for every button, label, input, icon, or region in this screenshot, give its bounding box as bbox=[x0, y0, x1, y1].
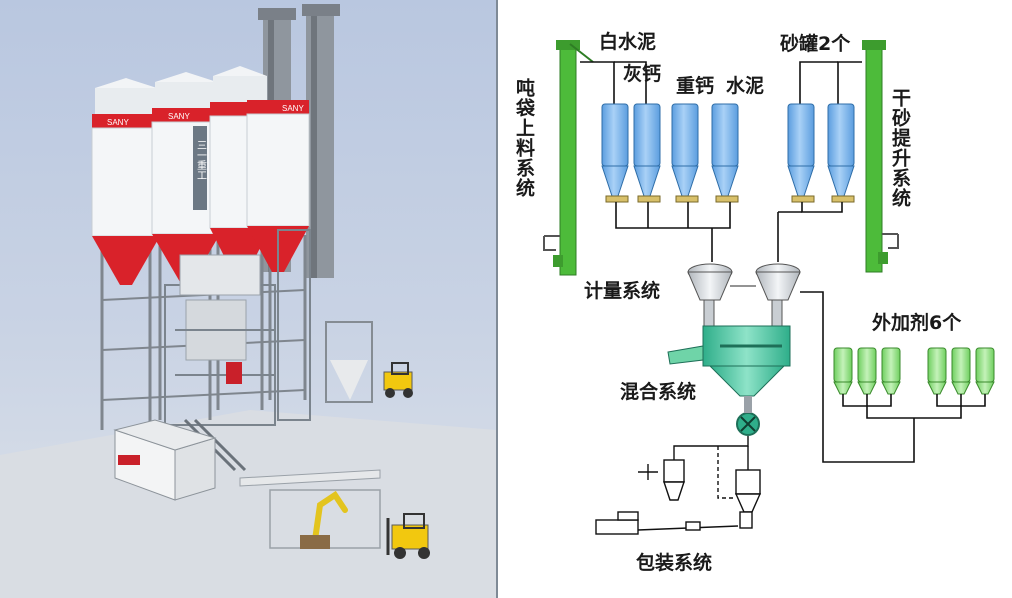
label-white-cement: 白水泥 bbox=[599, 30, 656, 53]
additive-bin bbox=[975, 347, 995, 395]
packaging-line bbox=[239, 469, 381, 549]
side-silos bbox=[325, 321, 373, 403]
silo-1 bbox=[91, 78, 161, 285]
forklift-front bbox=[386, 513, 430, 559]
label-lime: 灰钙 bbox=[623, 62, 661, 85]
silo-vertical-text: 三一重工 bbox=[195, 140, 207, 180]
central-structure bbox=[164, 229, 311, 472]
label-additives: 外加剂6个 bbox=[872, 311, 962, 334]
silo-white-cement bbox=[601, 103, 629, 197]
silo-logo-panel bbox=[193, 126, 207, 210]
label-mixing: 混合系统 bbox=[620, 380, 696, 403]
silo-brand-text: SANY bbox=[107, 118, 129, 127]
label-dry-sand-lifting: 干砂提升系统 bbox=[889, 88, 911, 208]
metering-hopper-left bbox=[687, 263, 733, 327]
screw-conveyors bbox=[605, 195, 855, 203]
additive-bins bbox=[833, 347, 995, 395]
packaging-system bbox=[595, 436, 762, 535]
silo-brand-text: SANY bbox=[168, 112, 190, 121]
process-flow-svg: 白水泥 灰钙 重钙 水泥 砂罐2个 计量系统 外加剂6个 混合系统 包装系统 bbox=[543, 30, 995, 574]
cement-silos bbox=[601, 103, 855, 197]
additive-bin bbox=[951, 347, 971, 395]
silo-heavy-calcium bbox=[671, 103, 699, 197]
additive-lines bbox=[800, 291, 986, 463]
silo-brand-text: SANY bbox=[282, 104, 304, 113]
forklift-back bbox=[383, 362, 413, 398]
metering-hoppers bbox=[687, 263, 801, 327]
ton-bag-feeding-frame bbox=[543, 40, 594, 276]
mixer bbox=[667, 325, 791, 436]
feed-lines bbox=[580, 61, 862, 104]
additive-bin bbox=[833, 347, 853, 395]
label-sand-tanks: 砂罐2个 bbox=[780, 32, 851, 55]
label-packaging: 包装系统 bbox=[636, 551, 712, 574]
metering-hopper-right bbox=[755, 263, 801, 327]
silo-cement bbox=[711, 103, 739, 197]
process-diagram: 白水泥 灰钙 重钙 水泥 砂罐2个 计量系统 外加剂6个 混合系统 包装系统 吨… bbox=[498, 0, 1012, 598]
label-heavy-calcium: 重钙 bbox=[676, 74, 714, 97]
label-cement: 水泥 bbox=[726, 75, 764, 97]
plant-rendering: SANY SANY SANY 三一重工 bbox=[0, 0, 498, 598]
ground-plane bbox=[0, 410, 496, 598]
additive-bin bbox=[927, 347, 947, 395]
silo-sand-1 bbox=[787, 103, 815, 197]
additive-bin bbox=[857, 347, 877, 395]
label-ton-bag-feeding: 吨袋上料系统 bbox=[513, 78, 535, 198]
office-container bbox=[113, 419, 217, 501]
plant-illustration: SANY SANY SANY 三一重工 bbox=[0, 4, 496, 598]
additive-bin bbox=[881, 347, 901, 395]
label-metering: 计量系统 bbox=[584, 279, 660, 302]
dry-sand-lifting-frame bbox=[862, 40, 899, 273]
collection-lines bbox=[615, 202, 843, 262]
silo-lime bbox=[633, 103, 661, 197]
silo-sand-2 bbox=[827, 103, 855, 197]
